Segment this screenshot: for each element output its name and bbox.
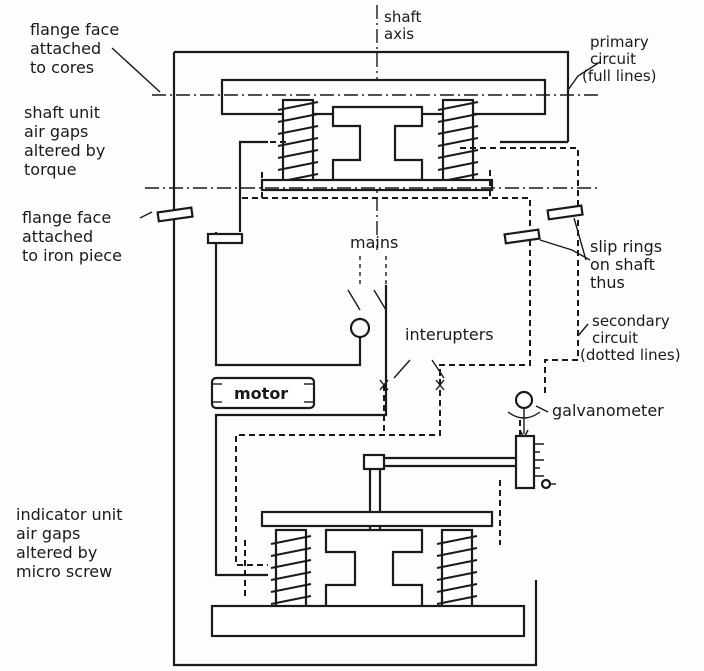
secondary-circuit	[235, 141, 579, 600]
interrupters	[379, 359, 445, 391]
label-motor: motor	[234, 384, 288, 403]
shaft-unit-flange	[145, 78, 600, 192]
mains-switch	[347, 256, 387, 339]
label-indicator-unit: indicator unit air gaps altered by micro…	[16, 505, 128, 581]
slip-rings	[156, 204, 584, 245]
label-shaft-unit: shaft unit air gaps altered by torque	[24, 103, 110, 179]
label-slip-rings: slip rings on shaft thus	[590, 237, 667, 292]
label-galvanometer: galvanometer	[552, 401, 664, 420]
label-flange-iron: flange face attached to iron piece	[22, 208, 122, 265]
label-primary-circuit: primary circuit (full lines)	[582, 33, 656, 85]
label-secondary-circuit: secondary circuit (dotted lines)	[580, 312, 681, 364]
label-flange-cores: flange face attached to cores	[30, 20, 124, 77]
micro-screw	[362, 434, 556, 530]
leader-lines	[111, 47, 601, 413]
label-shaft-axis: shaft axis	[384, 8, 426, 43]
motor	[210, 376, 316, 410]
label-mains: mains	[350, 233, 398, 252]
indicator-unit	[210, 510, 526, 638]
primary-circuit	[172, 50, 570, 667]
galvanometer	[507, 390, 541, 440]
label-interupters: interupters	[405, 325, 494, 344]
